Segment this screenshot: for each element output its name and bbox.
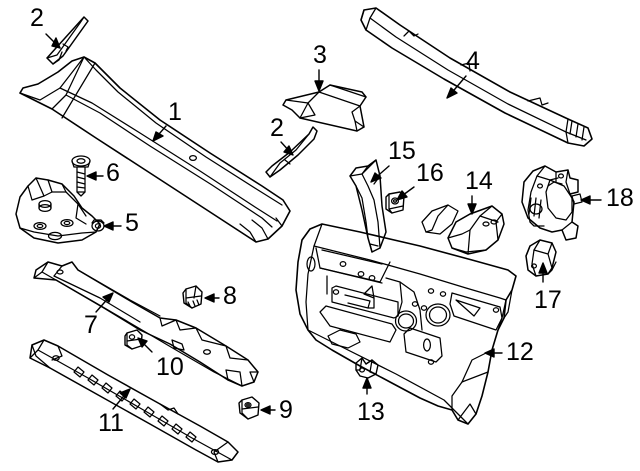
callout-2-left: 2 [30, 4, 44, 32]
part-cowl-outer-panel-rail [360, 7, 593, 147]
callout-4: 4 [466, 47, 480, 75]
callout-15: 15 [388, 137, 416, 165]
part-windshield-side-molding-right [265, 126, 318, 178]
callout-13: 13 [357, 398, 385, 426]
callout-1: 1 [168, 98, 182, 126]
callout-5: 5 [125, 209, 139, 237]
callout-2-right: 2 [270, 114, 284, 142]
part-cowl-side-bracket-plate [15, 177, 101, 244]
part-cowl-grille-panel [19, 56, 291, 243]
part-bracket-clip-upper [182, 285, 203, 309]
part-dash-panel [295, 223, 517, 425]
part-retainer-clip-lower [238, 396, 260, 420]
part-hex-flange-bolt [71, 155, 91, 197]
callout-17: 17 [534, 286, 562, 314]
part-push-pin-retainer [91, 219, 105, 232]
callout-9: 9 [279, 396, 293, 424]
callout-7: 7 [84, 311, 98, 339]
leader-lines [45, 33, 602, 415]
part-cowl-side-panel-reinforcement [421, 204, 505, 255]
callout-18: 18 [606, 184, 634, 212]
callout-6: 6 [106, 159, 120, 187]
part-hinge-bracket [355, 357, 379, 379]
callout-8: 8 [223, 282, 237, 310]
part-windshield-side-molding-left [46, 16, 89, 65]
callout-14: 14 [465, 167, 493, 195]
callout-10: 10 [156, 353, 184, 381]
callout-12: 12 [506, 338, 534, 366]
callout-16: 16 [416, 159, 444, 187]
part-cowl-side-rail-upper [33, 261, 259, 387]
part-18-tab [571, 193, 583, 205]
part-cowl-lower-reinforcement [29, 339, 239, 463]
callout-11: 11 [98, 409, 124, 437]
part-dash-support-bracket [525, 239, 557, 277]
part-cowl-top-extension [282, 84, 367, 132]
part-dash-side-panel [521, 165, 579, 241]
callout-3: 3 [313, 41, 327, 69]
